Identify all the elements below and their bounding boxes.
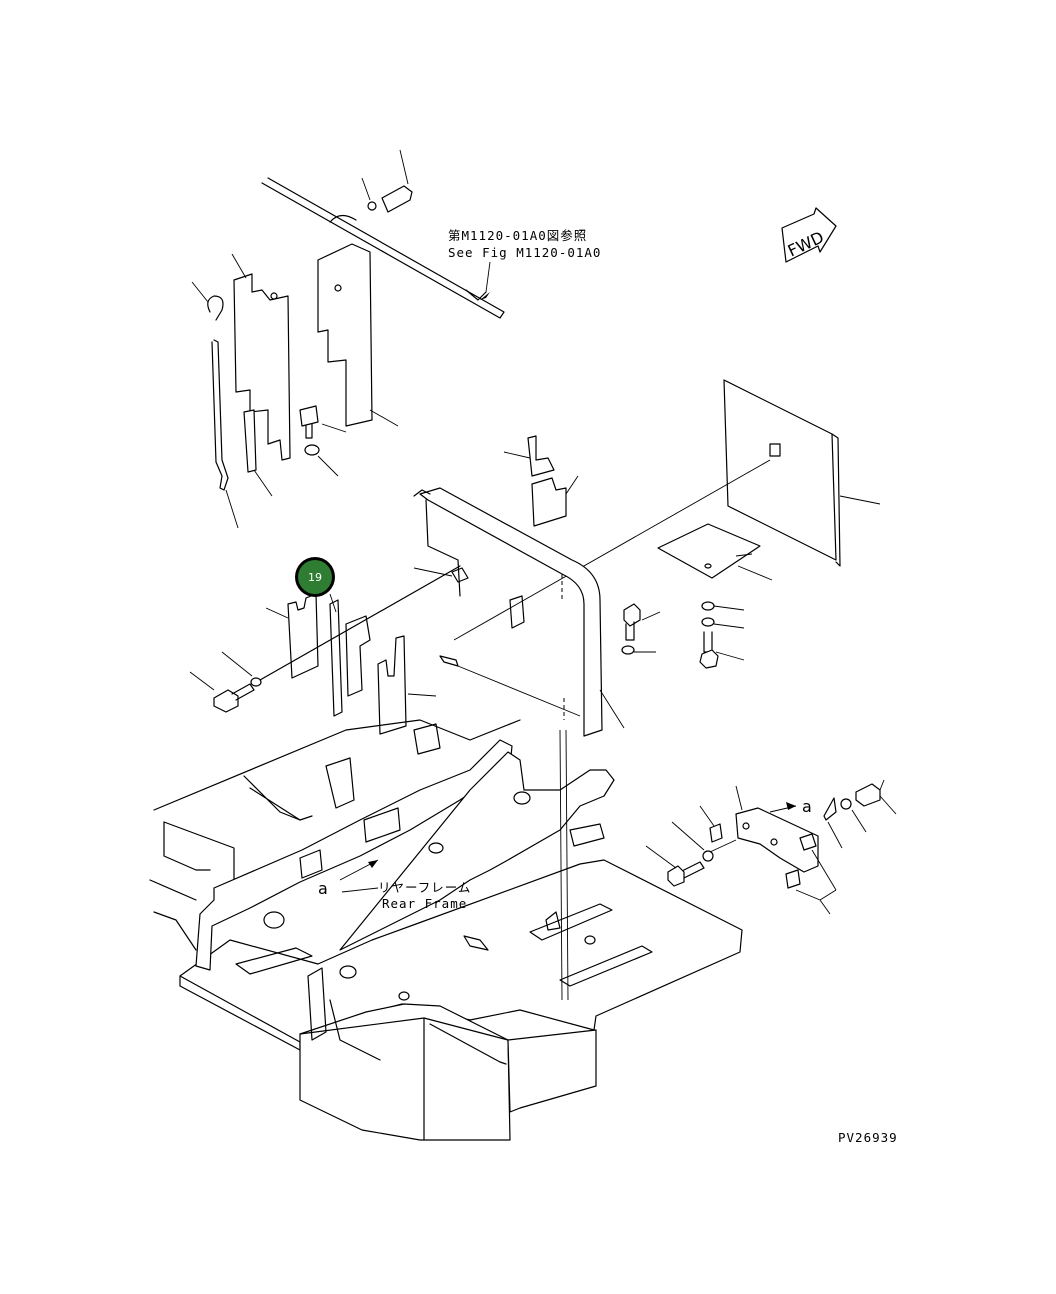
diamond-plate: [657, 523, 773, 581]
reference-label-en: See Fig M1120-01A0: [448, 245, 601, 260]
view-arrow-left: a: [318, 859, 379, 898]
reference-label-jp: 第M1120-01A0図参照: [448, 228, 587, 243]
reference-rod: [261, 149, 505, 319]
view-marker-a-left: a: [318, 879, 328, 898]
forward-arrow-icon: FWD: [781, 207, 837, 263]
main-bracket: [413, 487, 625, 737]
left-bracket-cluster: [189, 565, 461, 735]
rear-frame-label-en: Rear Frame: [382, 896, 467, 911]
small-bracket-top: [503, 435, 579, 527]
callout-19-number: 19: [308, 571, 322, 584]
callout-19-badge[interactable]: 19: [295, 557, 337, 613]
spacer-strip: [243, 409, 273, 497]
long-rod: [211, 339, 239, 529]
view-marker-a-right: a: [802, 797, 812, 816]
drawing-code: PV26939: [838, 1130, 898, 1145]
upper-bolt: [299, 405, 347, 477]
clip-hook: [191, 281, 224, 321]
rear-frame-label-jp: リヤーフレーム: [378, 880, 471, 895]
upper-plate-right: [317, 243, 399, 427]
upper-plate-left: [231, 253, 291, 461]
rear-frame: [149, 719, 743, 1141]
callout-19-fill: [298, 560, 332, 594]
square-plate: [723, 379, 881, 567]
fwd-label: FWD: [785, 227, 827, 260]
right-bolts: [621, 601, 745, 669]
view-a-cluster: a: [645, 779, 897, 915]
